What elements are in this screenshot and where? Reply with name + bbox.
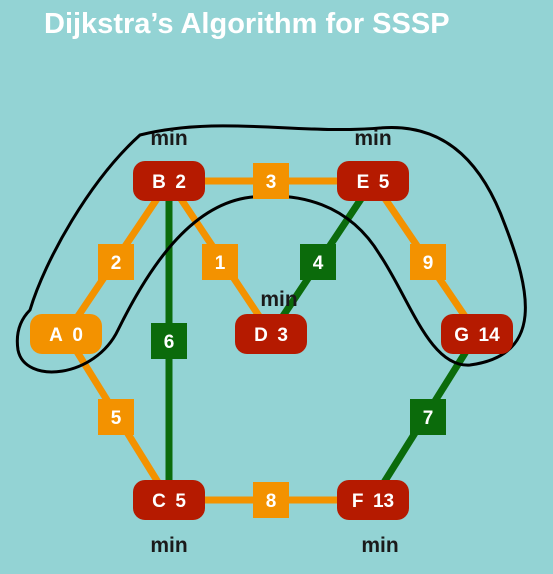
min-label-D: min	[260, 288, 297, 311]
weight-E-D: 4	[300, 244, 336, 280]
outline-layer	[15, 124, 527, 374]
weight-E-G-label: 9	[423, 253, 434, 274]
min-label-B: min	[150, 127, 187, 150]
node-G-label: G 14	[454, 325, 500, 346]
min-labels-layer: min min min min min	[150, 127, 398, 557]
min-label-F: min	[361, 534, 398, 557]
weight-E-G-box	[410, 244, 446, 280]
min-label-E: min	[354, 127, 391, 150]
node-C: C 5	[133, 480, 205, 520]
weight-A-C-box	[98, 399, 134, 435]
weight-A-B: 2	[98, 244, 134, 280]
node-D: D 3	[235, 314, 307, 354]
node-G: G 14	[441, 314, 513, 354]
weight-B-E: 3	[253, 163, 289, 199]
node-E: E 5	[337, 161, 409, 201]
weight-B-C-label: 6	[164, 332, 175, 353]
weight-A-C-label: 5	[111, 408, 122, 429]
weight-B-D-label: 1	[215, 253, 226, 274]
node-B-box	[133, 161, 205, 201]
node-A: A 0	[30, 314, 102, 354]
weight-E-D-label: 4	[313, 253, 324, 274]
weight-A-C: 5	[98, 399, 134, 435]
weight-E-D-box	[300, 244, 336, 280]
weight-A-B-box	[98, 244, 134, 280]
node-D-label: D 3	[254, 325, 288, 346]
node-F-label: F 13	[352, 491, 394, 512]
node-F-box	[337, 480, 409, 520]
weight-B-C-box	[151, 323, 187, 359]
nodes-layer: A 0 B 2 C 5 D 3 E 5 F 13 G 14	[30, 161, 513, 520]
weight-E-G: 9	[410, 244, 446, 280]
weights-layer: 2 5 3 1 6 4 9 8 7	[98, 163, 446, 518]
node-D-box	[235, 314, 307, 354]
weight-C-F: 8	[253, 482, 289, 518]
visited-set-outline	[15, 124, 527, 374]
weight-F-G-box	[410, 399, 446, 435]
min-label-C: min	[150, 534, 187, 557]
weight-B-D: 1	[202, 244, 238, 280]
weight-C-F-label: 8	[266, 491, 277, 512]
node-G-box	[441, 314, 513, 354]
node-A-label: A 0	[49, 325, 83, 346]
weight-B-C: 6	[151, 323, 187, 359]
node-E-box	[337, 161, 409, 201]
weight-C-F-box	[253, 482, 289, 518]
node-B: B 2	[133, 161, 205, 201]
weight-F-G-label: 7	[423, 408, 434, 429]
weight-A-B-label: 2	[111, 253, 122, 274]
weight-F-G: 7	[410, 399, 446, 435]
node-A-box	[30, 314, 102, 354]
page-title: Dijkstra’s Algorithm for SSSP	[44, 8, 450, 40]
weight-B-E-box	[253, 163, 289, 199]
node-C-label: C 5	[152, 491, 186, 512]
node-B-label: B 2	[152, 172, 186, 193]
node-F: F 13	[337, 480, 409, 520]
node-E-label: E 5	[357, 172, 390, 193]
weight-B-D-box	[202, 244, 238, 280]
node-C-box	[133, 480, 205, 520]
weight-B-E-label: 3	[266, 172, 277, 193]
